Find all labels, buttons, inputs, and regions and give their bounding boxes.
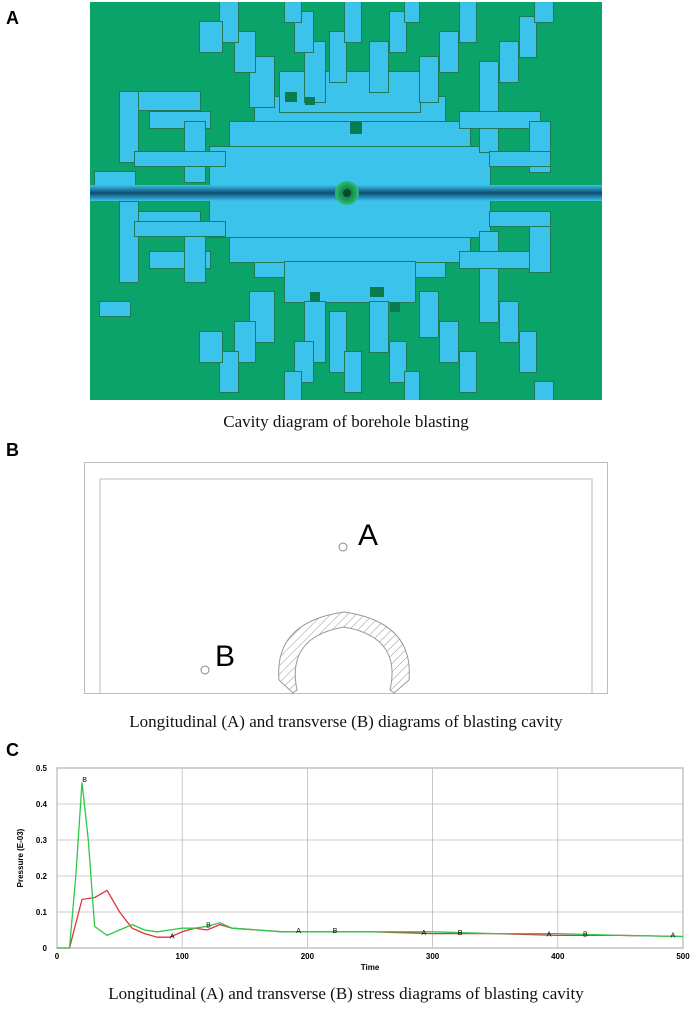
x-tick-label: 200 [301, 952, 315, 961]
rock-island [350, 122, 362, 134]
y-tick-label: 0.1 [36, 908, 48, 917]
chart-plot-frame [56, 767, 684, 949]
panel-letter-c: C [6, 740, 19, 760]
series-marker-label-b: B [333, 928, 338, 935]
cavity-block [489, 151, 551, 167]
cavity-block [119, 201, 139, 283]
cavity-region [94, 2, 554, 400]
y-tick-label: 0.4 [36, 800, 48, 809]
cavity-block [344, 2, 362, 43]
cavity-block [329, 311, 347, 373]
cavity-block [284, 371, 302, 400]
chart-grid [56, 767, 684, 949]
cavity-block [439, 321, 459, 363]
y-tick-label: 0.5 [36, 764, 48, 773]
cavity-block [369, 301, 389, 353]
series-marker-label-b: B [82, 777, 87, 784]
series-marker-label-a: A [671, 933, 676, 940]
x-tick-label: 0 [55, 952, 60, 961]
series-marker-label-b: B [206, 923, 211, 930]
cavity-block [499, 301, 519, 343]
cavity-block [344, 351, 362, 393]
cavity-image [90, 2, 602, 400]
chart-x-axis-label: Time [361, 963, 380, 972]
x-tick-label: 100 [176, 952, 190, 961]
chart-ticks: 0 100 200 300 400 500 0 0.1 0.2 0.3 0.4 0.5 [36, 764, 690, 961]
cavity-block [519, 331, 537, 373]
cavity-block [234, 31, 256, 73]
outer-boundary [84, 462, 608, 694]
series-marker-label-a: A [296, 928, 301, 935]
rock-island [285, 92, 297, 102]
caption-c: Longitudinal (A) and transverse (B) stre… [108, 984, 584, 1003]
series-marker-label-a: A [170, 933, 175, 940]
inner-boundary [99, 478, 593, 694]
panel-letter-a: A [6, 8, 19, 28]
panel-letter-b: B [6, 440, 19, 460]
rock-island [370, 287, 384, 297]
point-b-marker [200, 665, 210, 675]
rock-island [390, 302, 400, 312]
point-a-label: A [358, 519, 378, 552]
cavity-block [389, 11, 407, 53]
cavity-block [369, 41, 389, 93]
tunnel-lining [278, 611, 410, 694]
cavity-block [199, 331, 223, 363]
cavity-block [199, 21, 223, 53]
x-tick-label: 300 [426, 952, 440, 961]
series-marker-label-b: B [458, 930, 463, 937]
cavity-block [134, 151, 226, 167]
cavity-block [439, 31, 459, 73]
cavity-block [529, 221, 551, 273]
x-tick-label: 500 [676, 952, 690, 961]
cavity-block [459, 251, 541, 269]
series-line-a [57, 889, 684, 949]
cavity-block [459, 2, 477, 43]
cavity-block [534, 381, 554, 400]
series-marker-label-b: B [583, 932, 588, 939]
rock-island [310, 292, 320, 302]
cavity-block [404, 2, 420, 23]
cavity-block [284, 2, 302, 23]
cavity-block [284, 261, 416, 303]
x-tick-label: 400 [551, 952, 565, 961]
cavity-block [389, 341, 407, 383]
cavity-block [329, 31, 347, 83]
stress-chart: A A A A A B B B B B 0 100 200 300 400 500 0 0.1 0.2 0.3 0.4… [16, 764, 690, 972]
y-tick-label: 0 [43, 944, 48, 953]
cavity-block [534, 2, 554, 23]
cavity-block [459, 111, 541, 129]
cavity-schematic: A B [84, 462, 608, 694]
y-tick-label: 0.2 [36, 872, 48, 881]
cavity-block [479, 231, 499, 323]
cavity-block [499, 41, 519, 83]
caption-a: Cavity diagram of borehole blasting [223, 412, 469, 431]
cavity-block [519, 16, 537, 58]
cavity-block [279, 71, 421, 113]
series-marker-label-a: A [547, 932, 552, 939]
cavity-block [184, 231, 206, 283]
point-a-marker [338, 542, 348, 552]
point-b-label: B [215, 640, 235, 673]
series-line-b [57, 782, 684, 949]
cavity-block [219, 351, 239, 393]
cavity-block [489, 211, 551, 227]
cavity-block [99, 301, 131, 317]
cavity-block [404, 371, 420, 400]
series-marker-label-a: A [422, 930, 427, 937]
cavity-block [479, 61, 499, 153]
cavity-block [419, 56, 439, 103]
y-tick-label: 0.3 [36, 836, 48, 845]
chart-series-markers: A A A A A B B B B B [82, 777, 675, 941]
cavity-block [134, 221, 226, 237]
cavity-block [119, 91, 139, 163]
cavity-block [94, 171, 136, 187]
cavity-block [234, 321, 256, 363]
rock-island [305, 97, 315, 105]
cavity-block [459, 351, 477, 393]
chart-y-axis-label: Pressure (E-03) [16, 828, 25, 887]
cavity-block [419, 291, 439, 338]
caption-b: Longitudinal (A) and transverse (B) diag… [129, 712, 563, 731]
chart-series [57, 782, 684, 949]
